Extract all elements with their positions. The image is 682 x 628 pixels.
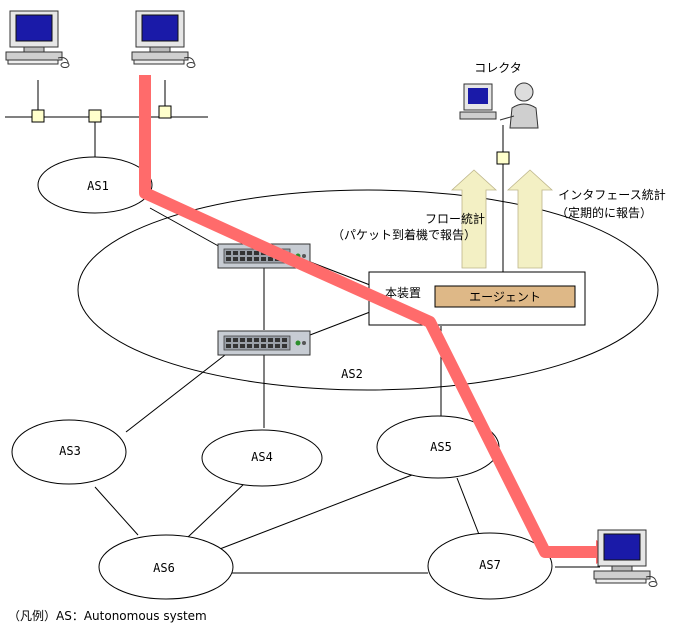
collector-label: コレクタ [474, 61, 522, 75]
tap-collector [496, 151, 510, 165]
source-pc-2 [131, 10, 196, 68]
as1-switch-link [149, 207, 223, 249]
router-switch-2 [217, 330, 311, 356]
as4-as6-link [187, 482, 246, 538]
as6-label: AS6 [153, 561, 175, 575]
destination-pc [593, 529, 658, 587]
flow-stats-label: フロー統計 [425, 211, 485, 226]
as1-ellipse [37, 156, 153, 214]
as6-ellipse [98, 534, 234, 600]
as3-as6-link [94, 486, 139, 536]
device-label: 本装置 [385, 286, 421, 300]
interface-stats-note: （定期的に報告） [556, 205, 652, 220]
tap-1 [31, 109, 45, 123]
as5-label: AS5 [430, 440, 452, 454]
as3-label: AS3 [59, 444, 81, 458]
switch2-device-link [309, 311, 371, 336]
as2-ellipse [77, 189, 659, 391]
as7-label: AS7 [479, 558, 501, 572]
as1-label: AS1 [87, 179, 109, 193]
collector-pc-icon [459, 83, 497, 120]
tap-2 [88, 109, 102, 123]
lan-taps [31, 105, 510, 165]
as4-ellipse [201, 429, 323, 487]
agent-box [434, 285, 576, 308]
as2-label: AS2 [341, 367, 363, 381]
operator-person-icon [499, 82, 539, 129]
flow-report-arrow [450, 169, 498, 269]
source-pc-1 [5, 10, 70, 68]
agent-label: エージェント [469, 290, 541, 304]
legend-text: （凡例）AS：Autonomous system [8, 609, 207, 623]
interface-report-arrow [506, 169, 554, 269]
flow-path [139, 75, 598, 558]
tap-3 [158, 105, 172, 119]
as5-as7-link [456, 477, 481, 538]
switch-as3-link [125, 354, 226, 433]
as5-as6-link [211, 474, 413, 553]
as7-ellipse [427, 532, 553, 600]
as4-label: AS4 [251, 450, 273, 464]
links [5, 80, 600, 574]
as3-ellipse [11, 419, 127, 485]
as-nodes [11, 156, 659, 600]
flow-stats-note: （パケット到着機で報告） [332, 227, 476, 242]
interface-stats-label: インタフェース統計 [558, 187, 665, 202]
